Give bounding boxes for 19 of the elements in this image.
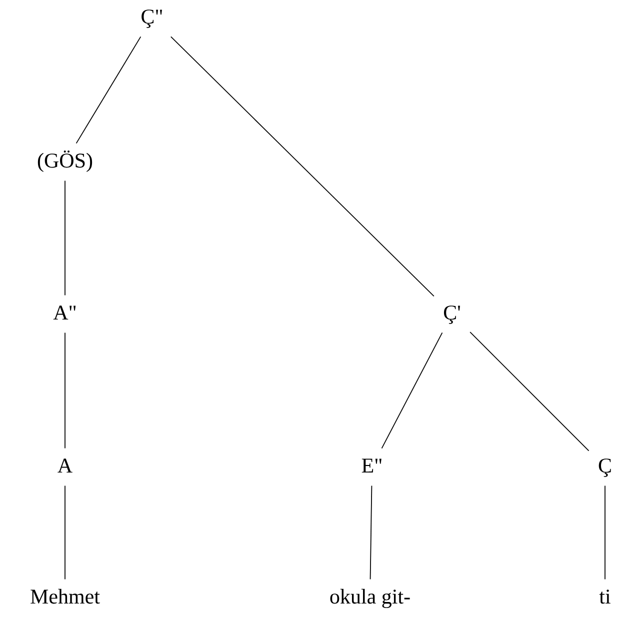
tree-label: (GÖS)	[38, 150, 92, 172]
leaf-word: Mehmet	[30, 588, 100, 604]
leaf-word: ti	[599, 590, 610, 604]
tree-branch	[370, 485, 372, 580]
tree-branch	[64, 180, 66, 296]
tree-branch	[170, 36, 434, 297]
tree-label: A	[58, 458, 72, 472]
tree-branch	[64, 332, 66, 449]
tree-label: Ç"	[142, 10, 162, 28]
tree-branch	[76, 36, 142, 144]
tree-branch	[470, 332, 590, 452]
tree-branch	[381, 332, 443, 449]
tree-branch	[604, 485, 606, 580]
tree-label: Ç'	[444, 306, 460, 324]
leaf-word: okula git-	[330, 588, 410, 608]
tree-label: Ç	[598, 458, 611, 477]
tree-label: E"	[362, 458, 382, 472]
tree-branch	[64, 485, 66, 580]
tree-label: A"	[53, 306, 76, 320]
